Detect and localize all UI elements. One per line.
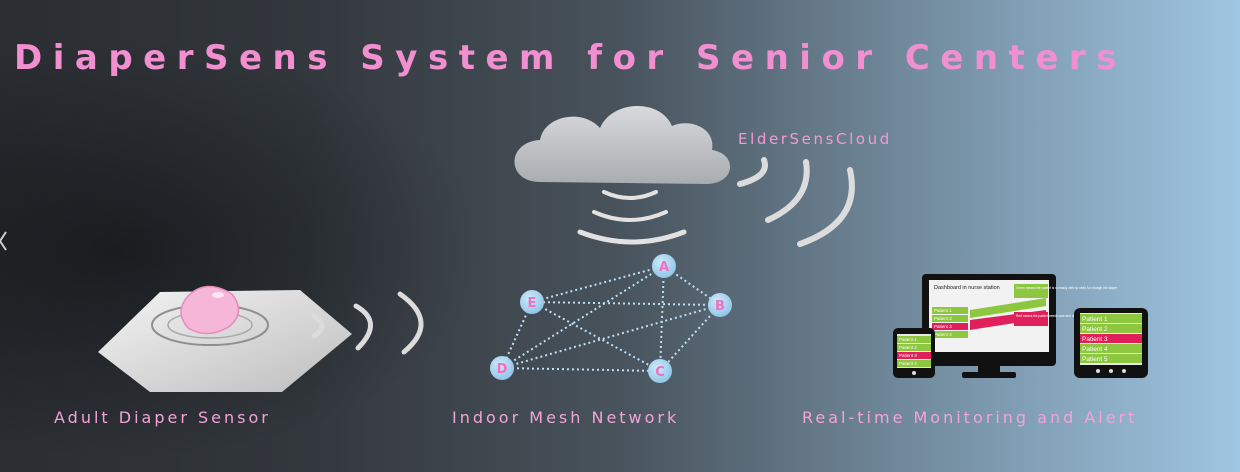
- mesh-node-d: D: [490, 356, 514, 380]
- red-note: Red means the patient needs care and cha…: [1016, 314, 1098, 318]
- sensor-signal-icon: [311, 291, 424, 355]
- page-title: DiaperSens System for Senior Centers: [14, 38, 1127, 78]
- cloud-icon: [514, 105, 731, 184]
- mesh-links: [501, 265, 721, 372]
- mesh-node-label: B: [715, 299, 725, 314]
- mesh-node-label: A: [659, 260, 669, 275]
- diaper-sensor-icon: [98, 285, 352, 392]
- tablet-row: Patient 4: [1082, 346, 1108, 353]
- mesh-label: Indoor Mesh Network: [452, 408, 680, 427]
- dashboard-row: Patient 1: [934, 308, 952, 313]
- mesh-node-b: B: [708, 293, 732, 317]
- monitor-label: Real-time Monitoring and Alert: [802, 408, 1138, 427]
- phone-icon: Patient 1 Patient 2 Patient 3 Patient 4: [893, 328, 935, 378]
- cloud-uplink-signal-icon: [737, 157, 855, 247]
- mesh-node-label: E: [528, 296, 537, 311]
- mesh-node-a: A: [652, 254, 676, 278]
- cloud-downlink-signal-icon: [577, 190, 687, 245]
- dashboard-row: Patient 2: [934, 316, 952, 321]
- tablet-row: Patient 2: [1082, 326, 1108, 333]
- phone-row: Patient 2: [899, 345, 917, 350]
- tablet-row: Patient 1: [1082, 316, 1108, 323]
- mesh-node-e: E: [520, 290, 544, 314]
- dashboard-row: Patient 3: [934, 324, 952, 329]
- phone-row: Patient 4: [899, 361, 917, 366]
- mesh-node-c: C: [648, 359, 672, 383]
- phone-row: Patient 1: [899, 337, 917, 342]
- tablet-icon: Patient 1 Patient 2 Patient 3 Patient 4 …: [1074, 308, 1148, 378]
- sensor-label: Adult Diaper Sensor: [54, 408, 271, 427]
- desktop-monitor-icon: Dashboard in nurse station Patient 1 Pat…: [922, 274, 1118, 378]
- cloud-label: ElderSensCloud: [738, 130, 892, 148]
- tablet-row: Patient 5: [1082, 356, 1108, 363]
- phone-row: Patient 3: [899, 353, 917, 358]
- tablet-row: Patient 3: [1082, 336, 1108, 343]
- dashboard-heading: Dashboard in nurse station: [934, 285, 1000, 291]
- mesh-node-label: C: [655, 365, 665, 380]
- dashboard-row: Patient 4: [934, 332, 952, 337]
- green-note: Green means the patient is normally with…: [1016, 286, 1118, 290]
- mesh-node-label: D: [497, 362, 508, 377]
